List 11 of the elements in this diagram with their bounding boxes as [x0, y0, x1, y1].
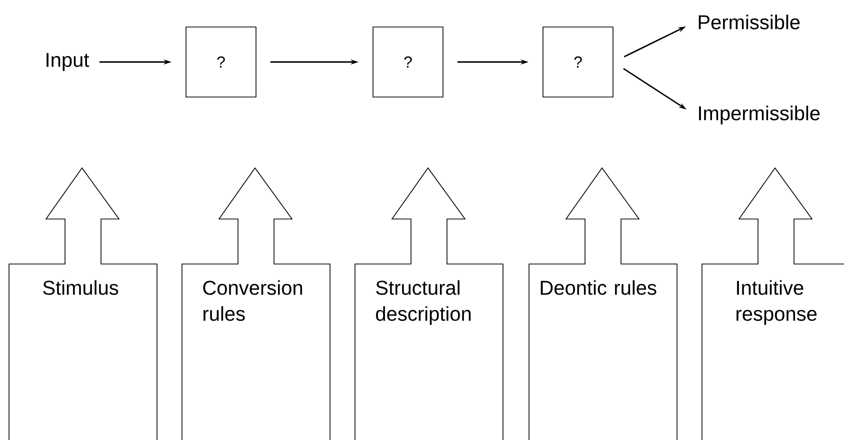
- process-box: ?: [372, 26, 444, 98]
- upward-panel: Intuitive response: [702, 167, 844, 440]
- upward-panel: Stimulus: [8, 167, 158, 440]
- outcome-label: Permissible: [698, 14, 800, 30]
- input-label: Input: [46, 53, 90, 71]
- upward-panel: Deontic rules: [528, 167, 678, 440]
- process-box: ?: [186, 26, 256, 98]
- upward-panel: Conversion rules: [182, 167, 330, 440]
- upward-panel: Structural description: [354, 167, 504, 440]
- process-box: ?: [542, 26, 614, 98]
- outcome-label: Impermissible: [699, 106, 820, 124]
